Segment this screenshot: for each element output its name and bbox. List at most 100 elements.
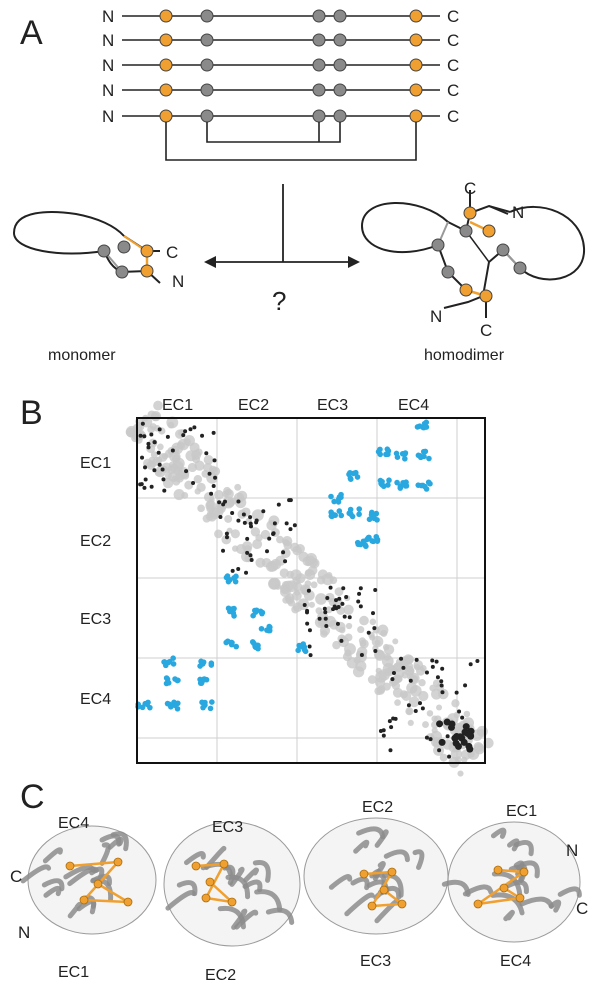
contact-bg-dot	[206, 504, 215, 513]
contact-intra-dot	[475, 659, 480, 664]
contact-intra-dot	[244, 570, 249, 575]
contact-intra-dot	[460, 715, 465, 720]
contact-inter-dot	[370, 538, 377, 545]
contact-bg-dot	[255, 534, 263, 542]
contact-bg-dot	[439, 753, 448, 762]
contact-bg-dot	[359, 615, 369, 626]
contact-bg-dot	[451, 699, 460, 708]
contact-bg-dot	[285, 593, 295, 602]
contact-bg-dot	[359, 639, 369, 649]
crosslink-bond	[209, 881, 233, 903]
contact-intra-dot	[414, 657, 419, 662]
contact-intra-dot	[359, 652, 364, 657]
contact-bg-dot	[234, 483, 242, 491]
contact-inter-dot	[207, 705, 214, 712]
contact-inter-dot	[375, 448, 382, 455]
contact-intra-dot	[221, 502, 226, 507]
cysteine-bead	[159, 9, 173, 23]
struct-c-term-right: C	[576, 899, 588, 918]
crosslink-bond	[195, 862, 225, 868]
contact-intra-dot	[356, 599, 361, 604]
contact-intra-dot	[143, 465, 148, 470]
contact-intra-dot	[452, 739, 460, 747]
monomer-c-term: C	[166, 243, 178, 262]
beta-strand	[229, 866, 245, 887]
contact-intra-dot	[149, 484, 154, 489]
contact-intra-dot	[138, 482, 143, 487]
contact-bg-dot	[260, 529, 271, 540]
contact-intra-dot	[430, 664, 435, 669]
beta-strand	[67, 866, 99, 887]
fork-arrows	[212, 184, 352, 263]
contact-intra-dot	[358, 604, 363, 609]
contact-intra-dot	[445, 734, 450, 739]
crosslink-bond	[97, 882, 129, 904]
contact-inter-dot	[199, 661, 206, 667]
contact-inter-dot	[231, 575, 237, 581]
contact-inter-dot	[397, 483, 404, 490]
cysteine-bead	[333, 109, 347, 123]
contact-inter-dot	[329, 513, 335, 520]
contact-intra-dot	[152, 468, 157, 473]
contact-bg-dot	[418, 679, 426, 687]
contact-intra-dot	[307, 628, 312, 633]
contact-inter-dot	[365, 534, 372, 541]
contact-bg-dot	[194, 488, 201, 495]
contact-bg-dot	[374, 677, 386, 688]
contact-bg-dot	[367, 675, 377, 684]
beta-strand	[462, 884, 494, 897]
contact-intra-dot	[149, 432, 154, 437]
contact-bg-dot	[279, 568, 289, 578]
contact-intra-dot	[170, 448, 175, 453]
contact-inter-dot	[426, 455, 432, 462]
beta-strand	[412, 849, 425, 870]
contact-intra-dot	[281, 550, 286, 555]
beta-strand	[176, 880, 198, 897]
beta-strand	[381, 872, 404, 898]
contact-intra-dot	[305, 621, 310, 626]
contact-intra-dot	[438, 738, 446, 746]
contact-bg-dot	[457, 770, 464, 777]
contact-bg-dot	[369, 618, 377, 626]
contact-inter-dot	[139, 704, 146, 711]
cysteine-bead	[200, 9, 214, 23]
contact-intra-dot	[366, 630, 371, 635]
contact-intra-dot	[157, 462, 162, 467]
contact-bg-dot	[371, 635, 384, 648]
contact-intra-dot	[146, 441, 151, 446]
beta-strand	[20, 864, 52, 884]
contact-intra-dot	[439, 683, 444, 688]
contact-inter-dot	[368, 509, 375, 516]
cysteine-bead	[312, 58, 326, 72]
crosslink-bond	[477, 896, 521, 906]
contact-intra-dot	[443, 718, 451, 726]
contact-intra-dot	[435, 675, 440, 680]
contact-inter-dot	[399, 450, 406, 457]
contact-intra-dot	[454, 690, 459, 695]
contact-intra-dot	[322, 606, 327, 611]
contact-inter-dot	[170, 655, 176, 662]
struct-label-ec2-top: EC2	[362, 799, 393, 816]
contact-bg-dot	[150, 451, 158, 459]
crosslink-bond	[69, 860, 119, 868]
contact-bg-dot	[463, 710, 471, 718]
contact-intra-dot	[283, 559, 288, 564]
beta-strand	[234, 909, 259, 930]
beta-strand	[519, 896, 554, 909]
cysteine-bead	[409, 58, 423, 72]
cysteine-bead	[312, 33, 326, 47]
struct-n-term-left: N	[18, 923, 30, 942]
beta-strand	[344, 892, 375, 917]
seq-n-term: N	[102, 7, 114, 26]
contact-intra-dot	[424, 735, 429, 740]
contact-intra-dot	[265, 549, 270, 554]
contact-inter-dot	[223, 639, 230, 646]
struct-label-ec4-left: EC4	[58, 815, 89, 832]
contact-intra-dot	[341, 586, 346, 591]
contact-inter-dot	[197, 680, 204, 686]
contact-inter-dot	[168, 704, 174, 710]
contact-inter-dot	[252, 607, 258, 614]
contact-bg-dot	[426, 710, 434, 717]
contact-inter-dot	[350, 470, 357, 477]
